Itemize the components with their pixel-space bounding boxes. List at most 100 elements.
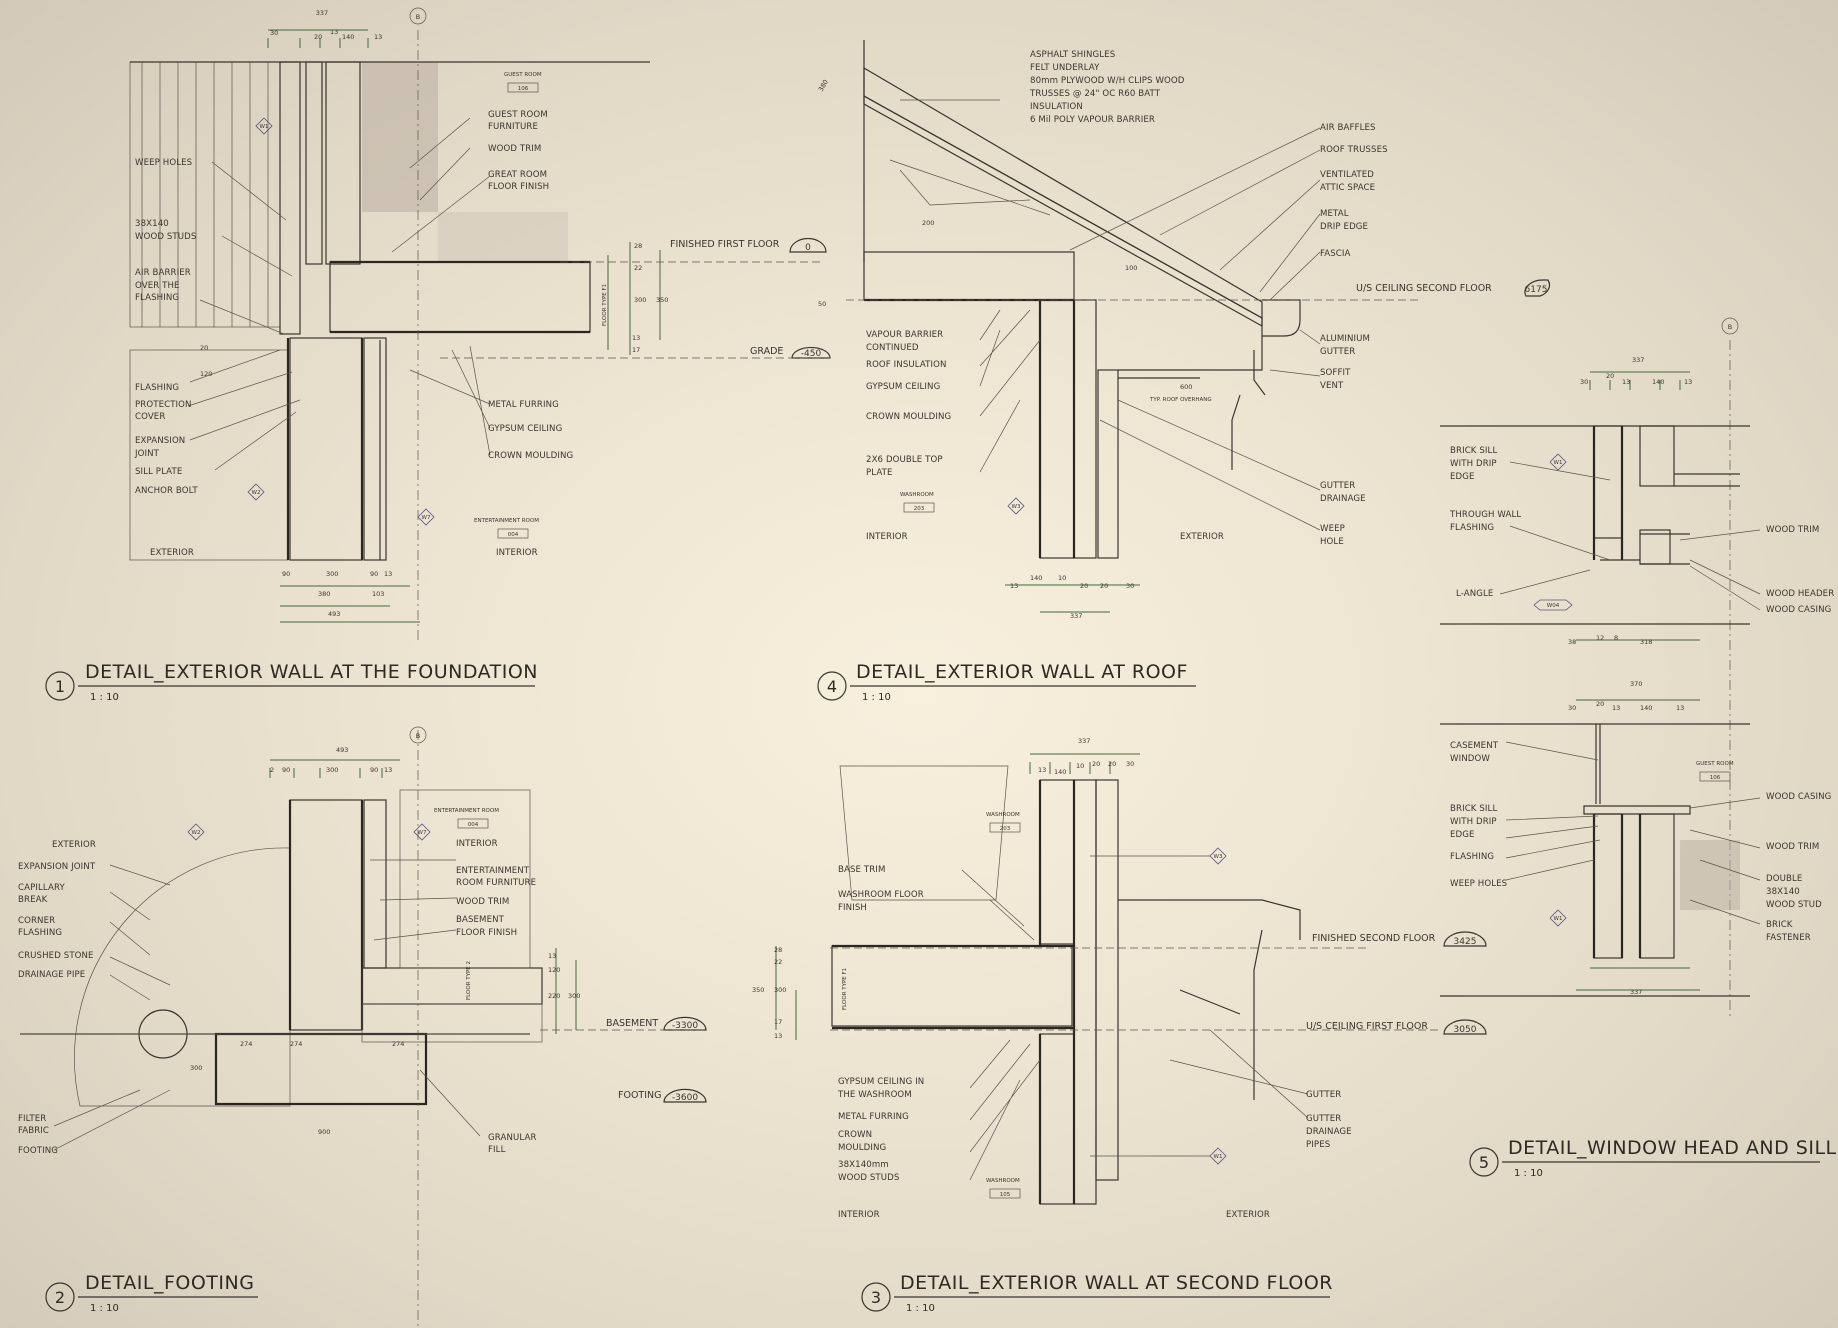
detail-1-foundation: B W1 W2 W7 WEEP HOLES 38X140 WOOD STUDS …: [45, 7, 831, 703]
drawing-label: FASTENER: [1766, 933, 1811, 943]
drawing-label: 300: [568, 992, 580, 1000]
drawing-label: 13: [1612, 704, 1620, 712]
wall-tag: W1: [1549, 909, 1567, 927]
drawing-label: 100: [1125, 264, 1137, 272]
drawing-label: TRUSSES @ 24" OC R60 BATT: [1029, 89, 1161, 99]
drawing-label: W3: [1012, 504, 1021, 510]
drawing-label: W3: [1214, 854, 1223, 860]
drawing-label: 300: [326, 766, 338, 774]
drawing-label: ALUMINIUM: [1320, 334, 1370, 344]
drawing-label: U/S CEILING SECOND FLOOR: [1356, 283, 1492, 294]
drawing-label: 5: [1479, 1153, 1489, 1172]
drawing-label: DETAIL_EXTERIOR WALL AT SECOND FLOOR: [900, 1272, 1333, 1294]
drawing-label: EXTERIOR: [52, 840, 96, 850]
wall-tag: W1: [1209, 1147, 1227, 1165]
drawing-label: WOOD STUD: [1766, 900, 1822, 910]
drawing-label: 300: [326, 570, 338, 578]
drawing-label: 004: [468, 822, 479, 828]
label: COVER: [135, 412, 165, 422]
drawing-label: 337: [316, 9, 328, 17]
drawing-label: 370: [1630, 680, 1642, 688]
drawing-label: GUTTER: [1320, 481, 1355, 491]
drawing-label: GUTTER: [1320, 347, 1355, 357]
drawing-label: 300: [634, 296, 646, 304]
wall-tag: W7: [417, 508, 435, 526]
drawing-label: DOUBLE: [1766, 874, 1802, 884]
drawing-label: GYPSUM CEILING: [866, 382, 940, 392]
drawing-label: 380: [817, 78, 830, 93]
drawing-label: FLOOR TYPE F1: [602, 284, 608, 326]
drawing-label: 380: [318, 590, 330, 598]
drawing-label: 13: [774, 1032, 782, 1040]
label: AIR BARRIER: [135, 268, 191, 278]
detail-title: 1 DETAIL_EXTERIOR WALL AT THE FOUNDATION…: [45, 661, 538, 703]
drawing-label: 13: [384, 570, 392, 578]
drawing-label: VAPOUR BARRIER: [866, 330, 943, 340]
wall-tag: W2: [247, 483, 265, 501]
drawing-label: 493: [328, 610, 340, 618]
wall-tag: W3: [1007, 497, 1025, 515]
drawing-label: 13: [632, 334, 640, 342]
drawing-label: INTERIOR: [838, 1210, 880, 1220]
drawing-label: FASCIA: [1320, 249, 1351, 259]
drawing-label: 337: [1070, 612, 1082, 620]
drawing-label: WEEP HOLES: [1450, 879, 1507, 889]
drawing-label: 13: [330, 28, 338, 36]
drawing-label: FINISH: [838, 903, 867, 913]
drawing-label: 20: [1606, 372, 1614, 380]
detail-4-roof: W3 ASPHALT SHINGLES FELT UNDERLAY 80mm P…: [817, 40, 1551, 703]
drawing-label: ROOF TRUSSES: [1320, 145, 1388, 155]
drawing-label: 30: [1126, 582, 1134, 590]
drawing-label: W7: [422, 515, 431, 521]
drawing-label: 350: [656, 296, 668, 304]
drawing-label: 22: [634, 264, 642, 272]
detail-title: 5 DETAIL_WINDOW HEAD AND SILL 1 : 10: [1469, 1137, 1836, 1179]
detail-3-second-floor: W3 W1 WASHROOM 203 BASE TRIM WASHROOM FL…: [752, 737, 1487, 1314]
drawing-label: WOOD TRIM: [1766, 525, 1819, 535]
drawing-label: BREAK: [18, 895, 48, 905]
drawing-label: 203: [914, 506, 925, 512]
label: EXTERIOR: [150, 548, 194, 558]
label: SILL PLATE: [135, 467, 182, 477]
drawing-label: GYPSUM CEILING IN: [838, 1077, 924, 1087]
drawing-label: 3: [871, 1288, 881, 1307]
drawing-label: U/S CEILING FIRST FLOOR: [1306, 1021, 1428, 1032]
drawing-label: EXTERIOR: [1180, 532, 1224, 542]
drawing-label: WASHROOM: [900, 492, 934, 498]
drawing-label: FINISHED SECOND FLOOR: [1312, 933, 1436, 944]
drawing-label: GRANULAR: [488, 1133, 537, 1143]
drawing-label: AIR BAFFLES: [1320, 123, 1376, 133]
drawing-label: 300: [774, 986, 786, 994]
drawing-label: BASE TRIM: [838, 865, 885, 875]
drawing-label: WOOD CASING: [1766, 792, 1831, 802]
drawing-label: EDGE: [1450, 830, 1475, 840]
drawing-label: 13: [548, 952, 556, 960]
drawing-label: 10: [1076, 762, 1084, 770]
drawing-label: 20: [1108, 760, 1116, 768]
drawing-label: CORNER: [18, 916, 55, 926]
drawing-label: 140: [1640, 704, 1652, 712]
drawing-label: 274: [290, 1040, 302, 1048]
label: JOINT: [134, 449, 160, 459]
drawing-label: 28: [634, 242, 642, 250]
detail-title: 2 DETAIL_FOOTING 1 : 10: [45, 1272, 258, 1314]
drawing-label: 318: [1640, 638, 1652, 646]
drawing-label: WASHROOM FLOOR: [838, 890, 924, 900]
drawing-label: DETAIL_EXTERIOR WALL AT ROOF: [856, 661, 1188, 683]
room-name: ENTERTAINMENT ROOM: [474, 518, 539, 524]
drawing-label: W1: [1214, 1154, 1223, 1160]
drawing-label: B: [1728, 323, 1732, 331]
drawing-label: 30: [1568, 704, 1576, 712]
drawing-label: FLOOR TYPE 2: [466, 961, 472, 1000]
drawing-label: 337: [1630, 988, 1642, 996]
drawing-label: 38: [1568, 638, 1576, 646]
drawing-label: CROWN MOULDING: [866, 412, 951, 422]
label: PROTECTION: [135, 400, 192, 410]
room-name: GUEST ROOM: [504, 72, 542, 78]
drawing-label: DRAINAGE PIPE: [18, 970, 85, 980]
drawing-label: 600: [1180, 383, 1192, 391]
drawing-label: 3425: [1454, 937, 1477, 947]
drawing-label: W1: [1554, 460, 1563, 466]
label: CROWN MOULDING: [488, 451, 573, 461]
